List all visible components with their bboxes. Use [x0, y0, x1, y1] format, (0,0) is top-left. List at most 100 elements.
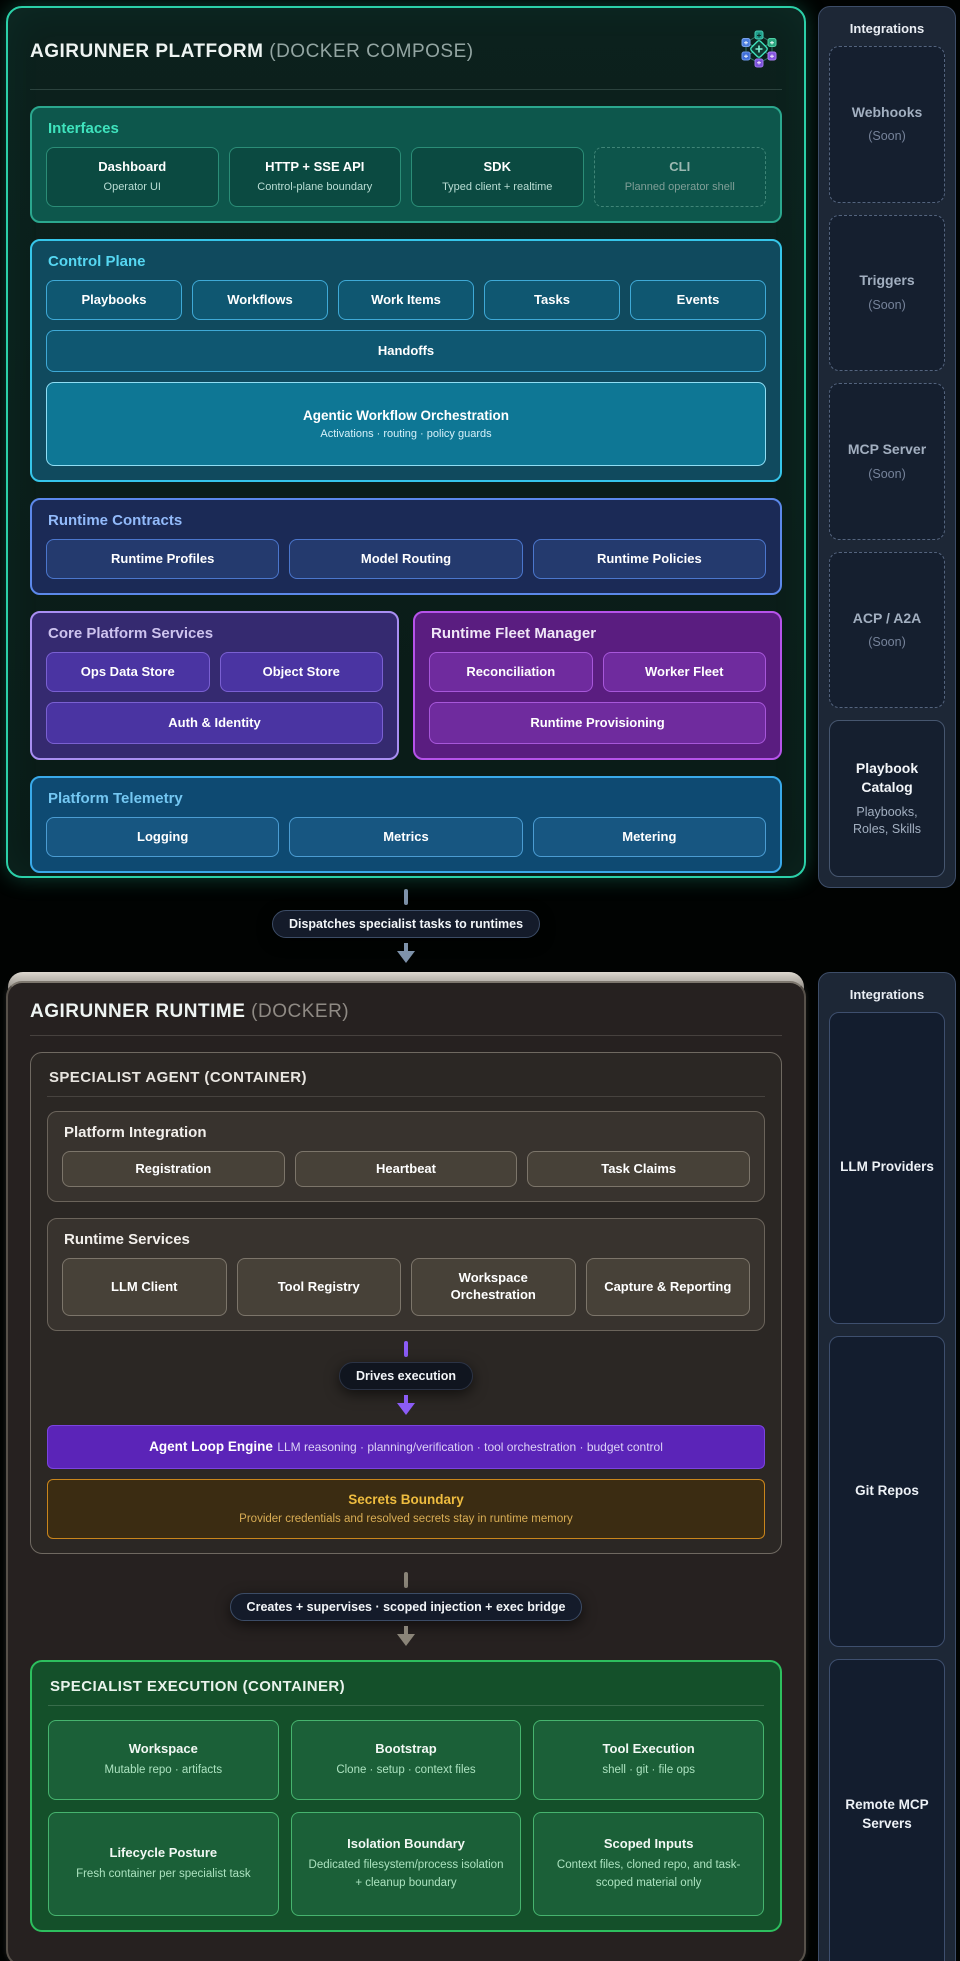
chip-workflows: Workflows	[192, 280, 328, 320]
integration-triggers: Triggers (Soon)	[829, 214, 945, 372]
chip-label: Workspace Orchestration	[450, 1270, 536, 1302]
chip-workspace-orchestration: Workspace Orchestration	[411, 1258, 576, 1316]
card-sdk: SDK Typed client + realtime	[411, 147, 584, 207]
platform-header-divider	[30, 89, 782, 90]
chip-playbooks: Playbooks	[46, 280, 182, 320]
specialist-agent-title: SPECIALIST AGENT (CONTAINER)	[49, 1069, 307, 1086]
chip-auth-identity: Auth & Identity	[46, 702, 383, 744]
section-interfaces: Interfaces Dashboard Operator UI HTTP + …	[30, 106, 782, 223]
runtime-title: AGIRUNNER RUNTIME (DOCKER)	[30, 1001, 349, 1023]
section-runtime-services: Runtime Services LLM Client Tool Registr…	[47, 1218, 765, 1331]
card-title: Isolation Boundary	[347, 1836, 465, 1852]
chip-label: LLM Client	[111, 1278, 178, 1294]
feature-subtitle: Activations · routing · policy guards	[320, 428, 492, 440]
card-subtitle: Dedicated filesystem/process isolation +…	[308, 1859, 504, 1889]
integration-git-repos: Git Repos	[829, 1335, 945, 1648]
integration-title: Webhooks	[851, 103, 923, 120]
runtime-services-title: Runtime Services	[64, 1231, 190, 1248]
specialist-execution-container: SPECIALIST EXECUTION (CONTAINER) Workspa…	[30, 1660, 782, 1932]
integration-status: (Soon)	[868, 466, 906, 481]
card-title: Workspace	[128, 1740, 198, 1756]
card-subtitle: Clone · setup · context files	[336, 1763, 476, 1776]
arrow-down-icon	[397, 1634, 415, 1646]
connector-shaft	[404, 1626, 408, 1634]
card-title: HTTP + SSE API	[265, 158, 365, 174]
secrets-title: Secrets Boundary	[348, 1492, 464, 1507]
card-workspace: Workspace Mutable repo · artifacts	[48, 1720, 279, 1800]
runtime-contracts-chips: Runtime Profiles Model Routing Runtime P…	[46, 539, 766, 579]
chip-events: Events	[630, 280, 766, 320]
main-column: AGIRUNNER PLATFORM (DOCKER COMPOSE)	[6, 6, 806, 1961]
chip-label: Runtime Profiles	[111, 550, 215, 566]
chip-label: Playbooks	[81, 291, 147, 307]
chip-reconciliation: Reconciliation	[429, 652, 593, 692]
chip-label: Logging	[137, 828, 189, 844]
interfaces-cards: Dashboard Operator UI HTTP + SSE API Con…	[46, 147, 766, 207]
chip-task-claims: Task Claims	[527, 1151, 751, 1187]
fleet-manager-chips: Reconciliation Worker Fleet	[429, 652, 766, 692]
chip-label: Handoffs	[377, 342, 435, 358]
chip-label: Runtime Provisioning	[530, 714, 665, 730]
creates-supervises-label: Creates + supervises · scoped injection …	[229, 1593, 583, 1621]
control-plane-title: Control Plane	[48, 253, 146, 270]
card-subtitle: shell · git · file ops	[602, 1763, 695, 1776]
integration-title: Playbook Catalog	[855, 759, 919, 796]
loop-engine-title: Agent Loop Engine	[149, 1439, 273, 1454]
chip-label: Model Routing	[360, 550, 452, 566]
card-subtitle: Mutable repo · artifacts	[104, 1763, 223, 1776]
chip-label: Metrics	[383, 828, 429, 844]
card-subtitle: Control-plane boundary	[257, 180, 373, 193]
chip-label: Work Items	[371, 291, 441, 307]
platform-integration-title: Platform Integration	[64, 1124, 207, 1141]
card-title: CLI	[669, 158, 691, 174]
card-lifecycle-posture: Lifecycle Posture Fresh container per sp…	[48, 1812, 279, 1916]
fleet-manager-title: Runtime Fleet Manager	[431, 625, 597, 642]
execution-cards-row2: Lifecycle Posture Fresh container per sp…	[48, 1812, 764, 1916]
connector-stem	[404, 889, 408, 905]
platform-subtitle: (DOCKER COMPOSE)	[269, 40, 474, 62]
integration-title: LLM Providers	[840, 1159, 934, 1175]
integration-title: ACP / A2A	[852, 609, 922, 626]
chip-capture-reporting: Capture & Reporting	[585, 1258, 750, 1316]
chip-label: Task Claims	[601, 1160, 677, 1176]
chip-label: Tool Registry	[277, 1278, 360, 1294]
card-title: Tool Execution	[602, 1740, 695, 1756]
specialist-agent-container: SPECIALIST AGENT (CONTAINER) Platform In…	[30, 1052, 782, 1554]
integration-webhooks: Webhooks (Soon)	[829, 46, 945, 203]
creates-supervises-connector: Creates + supervises · scoped injection …	[30, 1558, 782, 1660]
runtime-panel-stack: AGIRUNNER RUNTIME (DOCKER) SPECIALIST AG…	[6, 972, 806, 1961]
control-plane-chips: Playbooks Workflows Work Items Tasks Eve…	[46, 280, 766, 320]
card-http-sse-api: HTTP + SSE API Control-plane boundary	[228, 147, 401, 207]
arrow-down-icon	[397, 951, 415, 963]
chip-label: Tasks	[534, 291, 570, 307]
runtime-header-divider	[30, 1035, 782, 1036]
chip-llm-client: LLM Client	[62, 1258, 227, 1316]
integrations-list: Webhooks (Soon) Triggers (Soon) MCP Serv…	[829, 46, 945, 877]
chip-heartbeat: Heartbeat	[294, 1151, 518, 1187]
chip-label: Worker Fleet	[644, 663, 724, 679]
integration-subtitle: Playbooks, Roles, Skills	[852, 804, 922, 837]
integrations-title: Integrations	[849, 21, 925, 36]
specialist-agent-divider	[47, 1096, 765, 1097]
card-subtitle: Typed client + realtime	[442, 180, 553, 193]
chip-logging: Logging	[46, 817, 280, 857]
card-tool-execution: Tool Execution shell · git · file ops	[533, 1720, 764, 1800]
chip-label: Object Store	[262, 663, 340, 679]
dispatch-label: Dispatches specialist tasks to runtimes	[271, 910, 541, 938]
connector-shaft	[404, 943, 408, 951]
connector-stem	[404, 1341, 408, 1357]
section-platform-telemetry: Platform Telemetry Logging Metrics Meter…	[30, 776, 782, 873]
section-runtime-fleet-manager: Runtime Fleet Manager Reconciliation Wor…	[413, 611, 782, 760]
core-services-title: Core Platform Services	[48, 625, 214, 642]
feature-title: Agentic Workflow Orchestration	[302, 408, 510, 423]
integration-mcp-server: MCP Server (Soon)	[829, 383, 945, 540]
card-title: Bootstrap	[375, 1740, 437, 1756]
platform-title: AGIRUNNER PLATFORM (DOCKER COMPOSE)	[30, 41, 474, 63]
integration-title: Git Repos	[855, 1483, 919, 1499]
runtime-title-text: AGIRUNNER RUNTIME	[30, 1001, 246, 1022]
chip-label: Ops Data Store	[80, 663, 175, 679]
integration-acp-a2a: ACP / A2A (Soon)	[829, 551, 945, 709]
chip-label: Capture & Reporting	[604, 1278, 732, 1294]
card-title: Scoped Inputs	[603, 1836, 694, 1852]
